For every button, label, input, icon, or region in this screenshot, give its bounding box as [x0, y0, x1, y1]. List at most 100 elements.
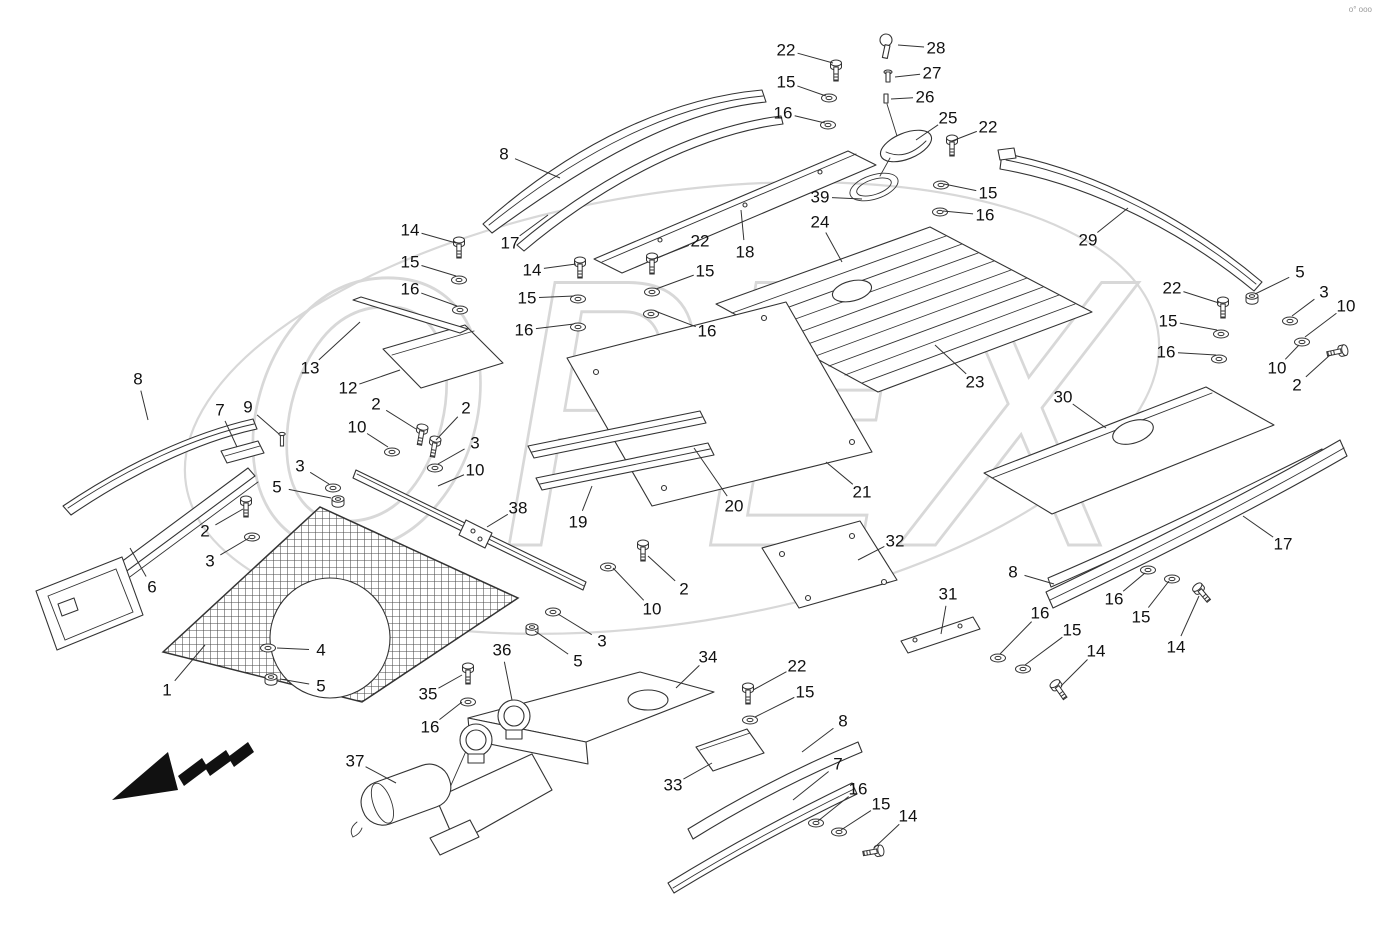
callout-label[interactable]: 36	[493, 641, 512, 660]
washer-icon	[427, 463, 443, 473]
callout-label[interactable]: 22	[1163, 279, 1182, 298]
callout-label[interactable]: 16	[421, 718, 440, 737]
callout-label[interactable]: 4	[316, 641, 325, 660]
callout-label[interactable]: 16	[515, 321, 534, 340]
callout-label[interactable]: 34	[699, 648, 718, 667]
callout-label[interactable]: 19	[569, 513, 588, 532]
part-rail-8-bottom	[687, 741, 863, 840]
washer-icon	[742, 715, 758, 725]
callout-label[interactable]: 8	[499, 145, 508, 164]
callout-label[interactable]: 10	[466, 461, 485, 480]
callout-label[interactable]: 2	[679, 580, 688, 599]
callout-label[interactable]: 20	[725, 497, 744, 516]
callout-label[interactable]: 22	[979, 118, 998, 137]
callout-label[interactable]: 15	[872, 795, 891, 814]
callout-label[interactable]: 15	[979, 184, 998, 203]
callout-label[interactable]: 10	[1337, 297, 1356, 316]
callout-label[interactable]: 15	[796, 683, 815, 702]
callout-label[interactable]: 2	[461, 399, 470, 418]
callout-label[interactable]: 18	[736, 243, 755, 262]
leader-line	[825, 461, 854, 485]
callout-label[interactable]: 22	[691, 232, 710, 251]
callout-label[interactable]: 8	[133, 370, 142, 389]
callout-label[interactable]: 8	[838, 712, 847, 731]
callout-label[interactable]: 31	[939, 585, 958, 604]
callout-label[interactable]: 15	[1159, 312, 1178, 331]
callout-label[interactable]: 14	[1087, 642, 1106, 661]
callout-label[interactable]: 16	[774, 104, 793, 123]
callout-label[interactable]: 2	[371, 395, 380, 414]
callout-label[interactable]: 8	[1008, 563, 1017, 582]
callout-label[interactable]: 3	[205, 552, 214, 571]
callout-label[interactable]: 27	[923, 64, 942, 83]
callout-label[interactable]: 3	[1319, 283, 1328, 302]
callout-label[interactable]: 16	[976, 206, 995, 225]
callout-label[interactable]: 15	[1063, 621, 1082, 640]
callout-label[interactable]: 5	[573, 652, 582, 671]
callout-label[interactable]: 2	[1292, 376, 1301, 395]
callout-label[interactable]: 5	[272, 478, 281, 497]
callout-label[interactable]: 35	[419, 685, 438, 704]
callout: 1	[162, 644, 206, 700]
direction-arrow	[112, 742, 254, 800]
callout-label[interactable]: 2	[200, 522, 209, 541]
callout-label[interactable]: 3	[295, 457, 304, 476]
part-bracket-38	[458, 519, 493, 549]
callout-label[interactable]: 32	[886, 532, 905, 551]
callout-label[interactable]: 23	[966, 373, 985, 392]
callout-label[interactable]: 39	[811, 188, 830, 207]
callout-label[interactable]: 30	[1054, 388, 1073, 407]
callout-label[interactable]: 10	[643, 600, 662, 619]
callout-label[interactable]: 28	[927, 39, 946, 58]
callout-label[interactable]: 16	[698, 322, 717, 341]
callout-label[interactable]: 33	[664, 776, 683, 795]
callout-label[interactable]: 37	[346, 752, 365, 771]
leader-line	[366, 433, 389, 448]
callout-label[interactable]: 15	[401, 253, 420, 272]
callout-label[interactable]: 14	[523, 261, 542, 280]
callout-label[interactable]: 22	[777, 41, 796, 60]
callout-label[interactable]: 7	[215, 401, 224, 420]
callout-label[interactable]: 16	[849, 780, 868, 799]
callout-label[interactable]: 14	[1167, 638, 1186, 657]
callout-label[interactable]: 7	[833, 755, 842, 774]
callout-label[interactable]: 15	[1132, 608, 1151, 627]
callout-label[interactable]: 10	[348, 418, 367, 437]
callout-label[interactable]: 1	[162, 681, 171, 700]
callout-label[interactable]: 16	[1157, 343, 1176, 362]
callout-label[interactable]: 14	[899, 807, 918, 826]
callout-label[interactable]: 24	[811, 213, 830, 232]
callout-label[interactable]: 25	[939, 109, 958, 128]
leader-line	[999, 621, 1032, 655]
callout-label[interactable]: 5	[316, 677, 325, 696]
part-tray-6	[35, 556, 144, 651]
callout-label[interactable]: 38	[509, 499, 528, 518]
callout-label[interactable]: 3	[470, 434, 479, 453]
callout-label[interactable]: 13	[301, 359, 320, 378]
callout-label[interactable]: 9	[243, 398, 252, 417]
callout-label[interactable]: 16	[1031, 604, 1050, 623]
callout-label[interactable]: 21	[853, 483, 872, 502]
leader-line	[288, 488, 332, 499]
callout-label[interactable]: 26	[916, 88, 935, 107]
callout: 19	[569, 485, 593, 532]
callout: 16	[421, 701, 463, 737]
callout-label[interactable]: 6	[147, 578, 156, 597]
callout-label[interactable]: 16	[1105, 590, 1124, 609]
leader-line	[220, 537, 250, 556]
callout-label[interactable]: 29	[1079, 231, 1098, 250]
callout-label[interactable]: 17	[1274, 535, 1293, 554]
callout-label[interactable]: 12	[339, 379, 358, 398]
callout-label[interactable]: 5	[1295, 263, 1304, 282]
callout-label[interactable]: 15	[696, 262, 715, 281]
callout-label[interactable]: 3	[597, 632, 606, 651]
callout-label[interactable]: 10	[1268, 359, 1287, 378]
callout-label[interactable]: 15	[777, 73, 796, 92]
callout-label[interactable]: 15	[518, 289, 537, 308]
leader-line	[940, 605, 947, 635]
callout-label[interactable]: 17	[501, 234, 520, 253]
callout-label[interactable]: 22	[788, 657, 807, 676]
callout-label[interactable]: 16	[401, 280, 420, 299]
callout-label[interactable]: 14	[401, 221, 420, 240]
